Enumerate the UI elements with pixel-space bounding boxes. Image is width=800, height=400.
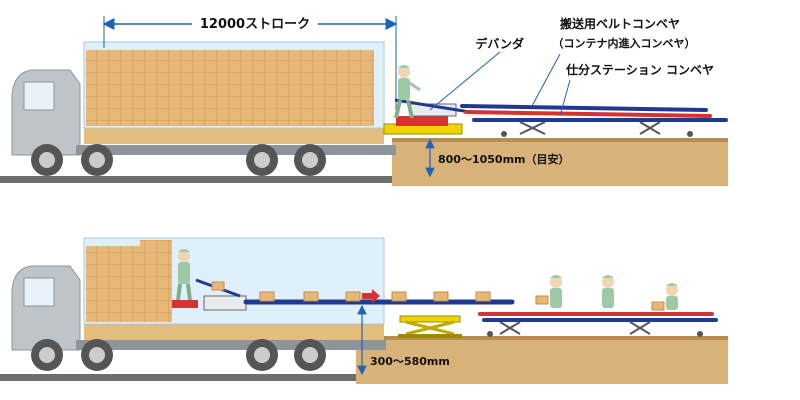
worker-icon [394,65,421,119]
ground [0,176,395,183]
top-panel: 12000ストローク デバンダ [0,14,728,186]
conveyor-leader [531,53,561,107]
cargo-boxes [86,50,374,126]
belt-conveyor [460,104,728,137]
arrow-right-icon [362,289,380,303]
station-label: 仕分ステーション コンベヤ [565,62,714,77]
height-label-top: 800〜1050mm（目安） [438,152,570,166]
worker-icon [651,283,678,311]
worker-icon [535,275,562,308]
moving-boxes [259,291,491,302]
dock-floor [392,138,728,186]
station-conveyor [478,312,718,337]
debander-leader [429,51,501,111]
conveyor-label: 搬送用ベルトコンベヤ [560,16,680,31]
truck-icon [11,69,396,176]
dock-floor-top [356,336,728,340]
cargo-boxes-top [140,240,172,250]
height-label-bottom: 300〜580mm [370,355,450,368]
debander-label: デバンダ [475,36,524,51]
truck-icon [11,265,386,371]
worker-platform [172,300,198,308]
dock-floor [356,336,728,384]
cargo-boxes [86,246,172,322]
bottom-panel: 300〜580mm [0,237,728,384]
worker-icon [176,249,192,301]
station-leader [559,79,571,117]
ground [0,374,360,381]
conveyor-sub-label: （コンテナ内進入コンベヤ） [553,36,696,50]
worker-icon [602,275,614,308]
dock-floor-top [392,138,728,142]
stroke-label: 12000ストローク [200,17,310,32]
scissor-lift [398,315,462,338]
